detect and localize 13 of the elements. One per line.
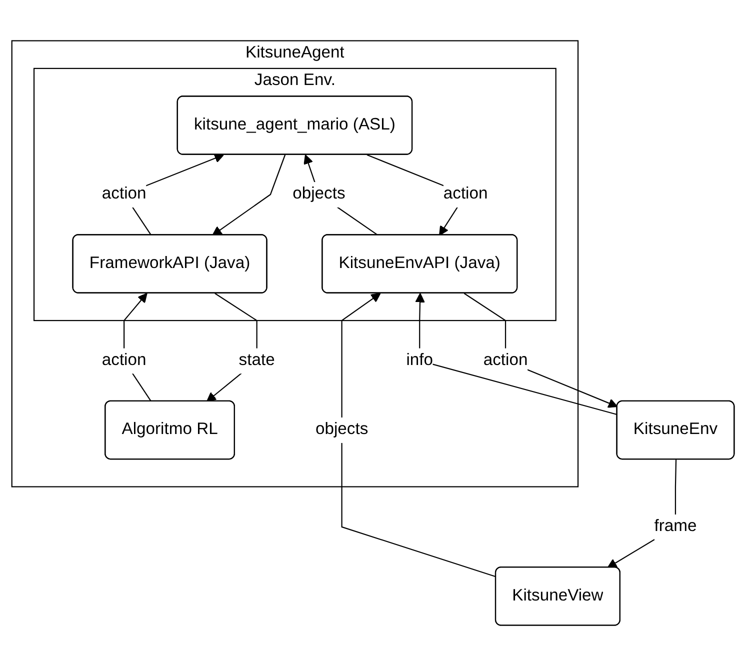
arrow [212, 154, 286, 236]
arrow [415, 292, 618, 416]
edge-label: action [483, 350, 528, 370]
edge-label: action [102, 350, 146, 370]
edge-label: frame [654, 516, 697, 536]
arrow [341, 292, 496, 578]
edge-label: action [102, 184, 146, 204]
edge-label: objects [315, 420, 368, 439]
edge-label: objects [292, 184, 346, 204]
edge-label: action [443, 184, 488, 204]
edge-label: info [406, 350, 434, 370]
arrow [464, 292, 618, 408]
edge-label: state [238, 350, 275, 370]
